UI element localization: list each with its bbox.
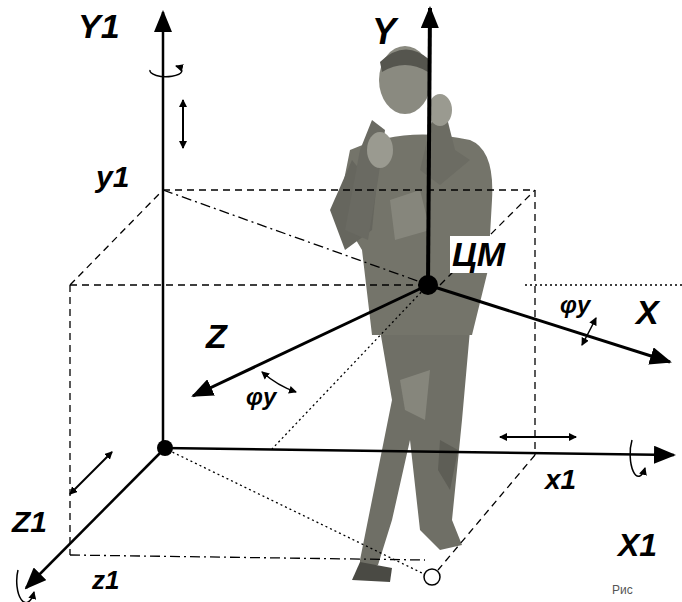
support-point: [424, 569, 440, 585]
axis-label: φy: [246, 384, 276, 410]
axis-label: z1: [92, 566, 119, 595]
axis-label: X: [636, 294, 659, 331]
axis-label: Z1: [12, 505, 47, 538]
center-of-mass-dot: [418, 275, 438, 295]
axis-label: Z: [206, 318, 227, 355]
axis-label: Рис: [612, 584, 633, 597]
fixed-axes: [17, 12, 674, 602]
axis-label: y1: [96, 160, 129, 193]
person-figure: [330, 46, 492, 582]
axis-label: Y: [372, 12, 396, 52]
origin-dot: [157, 440, 173, 456]
axis-label: X1: [618, 528, 657, 563]
body-axes: [193, 8, 670, 396]
axis-label: x1: [545, 465, 576, 496]
axis-label: ЦМ: [450, 236, 507, 273]
axis-label: Y1: [78, 8, 120, 45]
axis-label: φy: [560, 292, 590, 318]
